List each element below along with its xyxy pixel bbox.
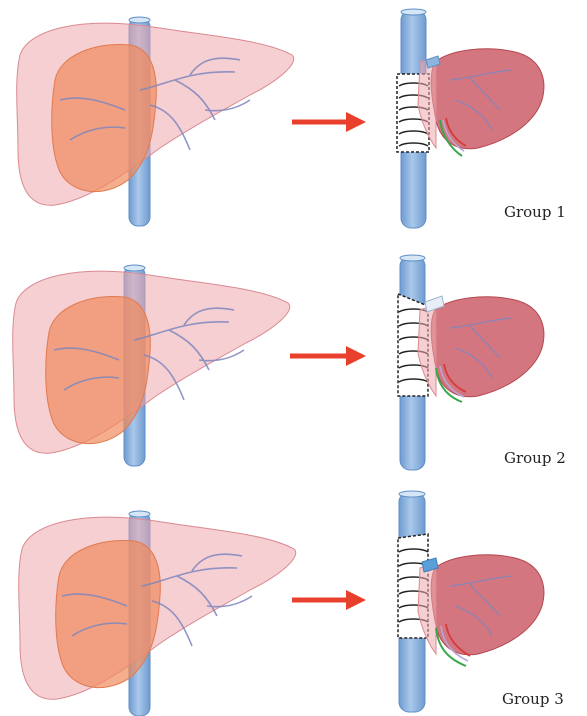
group-2-label: Group 2 xyxy=(504,449,566,467)
group-1-panel xyxy=(17,9,544,228)
group-3-graft-liver xyxy=(418,555,544,655)
group-2-graft-liver xyxy=(418,297,544,397)
group-3-panel xyxy=(19,491,544,716)
group-1-label: Group 1 xyxy=(504,203,566,221)
group-3-label: Group 3 xyxy=(502,690,564,708)
group-2-panel xyxy=(13,255,544,470)
